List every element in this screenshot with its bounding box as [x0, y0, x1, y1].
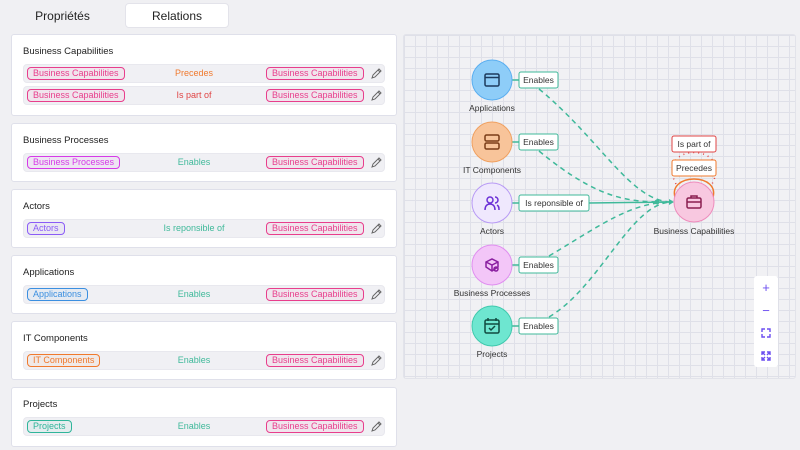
relation-card: Projects Projects Enables Business Capab…: [11, 387, 397, 447]
pencil-icon[interactable]: [369, 67, 383, 81]
edge-label-box: [518, 317, 559, 335]
source-tag: Actors: [27, 222, 65, 235]
edge-label-box: [671, 159, 717, 177]
graph-edge: [548, 201, 673, 257]
edge-label: Enables: [523, 137, 554, 147]
relation-row: Actors Is reponsible of Business Capabil…: [23, 219, 385, 238]
target-tag: Business Capabilities: [266, 89, 364, 102]
source-tag: Applications: [27, 288, 88, 301]
edge-label: Is reponsible of: [525, 198, 583, 208]
target-tag: Business Capabilities: [266, 156, 364, 169]
relation-card: IT Components IT Components Enables Busi…: [11, 321, 397, 380]
pencil-icon[interactable]: [369, 354, 383, 368]
zoom-in-button[interactable]: +: [762, 279, 770, 295]
target-tag: Business Capabilities: [266, 354, 364, 367]
edge-label: Enables: [523, 260, 554, 270]
edge-label: Precedes: [676, 163, 712, 173]
edge-marker: [654, 199, 660, 205]
target-tag: Business Capabilities: [266, 420, 364, 433]
card-title: IT Components: [23, 333, 88, 344]
relation-row: Business Capabilities Is part of Busines…: [23, 86, 385, 105]
graph-node-it-components[interactable]: [471, 121, 513, 163]
pencil-icon[interactable]: [369, 156, 383, 170]
edge-label: Is part of: [677, 139, 711, 149]
relation-card: Actors Actors Is reponsible of Business …: [11, 189, 397, 248]
source-tag: Projects: [27, 420, 72, 433]
browser-window-icon: [484, 73, 500, 87]
relation-type: Is part of: [176, 90, 212, 100]
target-tag: Business Capabilities: [266, 222, 364, 235]
calendar-check-icon: [484, 318, 500, 334]
self-edge-precedes: [673, 178, 715, 201]
relation-card: Business Capabilities Business Capabilit…: [11, 34, 397, 116]
edge-label: Enables: [523, 75, 554, 85]
card-title: Business Processes: [23, 135, 109, 146]
relation-type: Enables: [177, 355, 211, 365]
source-tag: IT Components: [27, 354, 101, 367]
graph-edge: [538, 150, 673, 203]
relation-type: Enables: [177, 421, 211, 431]
node-label: Actors: [480, 226, 504, 236]
relation-row: Applications Enables Business Capabiliti…: [23, 285, 385, 304]
pencil-icon[interactable]: [369, 288, 383, 302]
relation-type: Precedes: [174, 68, 214, 78]
relation-row: Projects Enables Business Capabilities: [23, 417, 385, 436]
tab-properties[interactable]: Propriétés: [35, 8, 90, 23]
target-tag: Business Capabilities: [266, 67, 364, 80]
relation-type: Is reponsible of: [163, 223, 225, 233]
relation-card: Applications Applications Enables Busine…: [11, 255, 397, 314]
relation-card: Business Processes Business Processes En…: [11, 123, 397, 182]
relation-type: Enables: [177, 157, 211, 167]
card-title: Business Capabilities: [23, 46, 114, 57]
node-label: Business Capabilities: [654, 226, 735, 236]
source-tag: Business Processes: [27, 156, 121, 169]
fit-view-button[interactable]: [759, 326, 773, 340]
graph-node-applications[interactable]: [471, 59, 513, 101]
edge-label-box: [518, 133, 559, 151]
edge-label: Enables: [523, 321, 554, 331]
node-label: Business Processes: [454, 288, 531, 298]
zoom-controls: + −: [754, 276, 778, 367]
target-tag: Business Capabilities: [266, 288, 364, 301]
edge-label-box: [518, 256, 559, 274]
card-title: Projects: [23, 399, 58, 410]
edge-label-box: [671, 135, 717, 153]
tab-relations[interactable]: Relations: [125, 3, 229, 28]
graph-edge: [538, 88, 673, 203]
users-icon: [484, 196, 500, 211]
source-tag: Business Capabilities: [27, 89, 125, 102]
pencil-icon[interactable]: [369, 420, 383, 434]
fullscreen-button[interactable]: [759, 349, 773, 363]
node-label: Applications: [469, 103, 515, 113]
node-label: IT Components: [463, 165, 521, 175]
edge-label-box: [518, 194, 590, 212]
briefcase-icon: [686, 195, 702, 209]
relation-type: Enables: [177, 289, 211, 299]
relation-row: Business Capabilities Precedes Business …: [23, 64, 385, 83]
node-label: Projects: [477, 349, 508, 359]
graph-node-projects[interactable]: [471, 305, 513, 347]
arrow-icon: [669, 199, 674, 205]
zoom-out-button[interactable]: −: [762, 302, 770, 318]
source-tag: Business Capabilities: [27, 67, 125, 80]
pencil-icon[interactable]: [369, 222, 383, 236]
card-title: Actors: [23, 201, 50, 212]
relation-row: Business Processes Enables Business Capa…: [23, 153, 385, 172]
edge-label-box: [518, 71, 559, 89]
package-search-icon: [485, 258, 499, 272]
pencil-icon[interactable]: [369, 89, 383, 103]
card-title: Applications: [23, 267, 75, 278]
graph-edge: [548, 201, 673, 318]
server-icon: [484, 134, 500, 150]
relation-row: IT Components Enables Business Capabilit…: [23, 351, 385, 370]
graph-edge: [588, 201, 673, 204]
